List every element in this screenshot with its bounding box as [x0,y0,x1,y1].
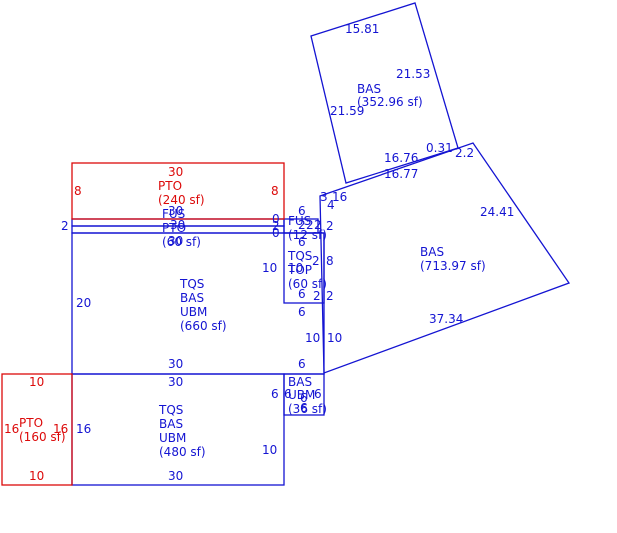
dim-label: 6 [300,401,308,415]
dim-label: 16 [53,422,68,436]
main-line3: UBM [180,305,207,319]
dim-label: 6 [300,391,308,405]
dim-label: 16 [76,422,91,436]
bas-right-name: BAS [420,245,444,259]
bas-right-area: (713.97 sf) [420,259,486,273]
bas-right-outline [319,142,571,374]
dim-label: 2 [306,218,314,232]
tqs-top-area: (60 sf) [288,277,327,291]
lower-line1: TQS [158,403,183,417]
dim-label: 0 [272,212,280,226]
dim-label: 30 [168,165,183,179]
pto-strip-name: PTO [162,221,186,235]
dim-label: 30 [168,234,183,248]
dim-label: 10 [288,261,303,275]
lower-line2: BAS [159,417,183,431]
dim-label: 6 [298,305,306,319]
dim-label: 8 [271,184,279,198]
dim-label: 6 [298,287,306,301]
dim-label: 15.81 [345,22,379,36]
dim-label: 2.2 [455,146,474,160]
dim-label: 6 [298,357,306,371]
dim-label: 6 [284,387,292,401]
dim-label: 8 [74,184,82,198]
dim-label: 21.53 [396,67,430,81]
dim-label: 2 [298,218,306,232]
dim-label: 2 [61,219,69,233]
main-line1: TQS [179,277,204,291]
main-line2: BAS [180,291,204,305]
dim-label: 30 [168,375,183,389]
dim-label: 30 [168,469,183,483]
tqs-top-line1: TQS [287,249,312,263]
dim-label: 30 [170,218,185,232]
dim-label: 20 [76,296,91,310]
dim-label: 16.77 [384,167,418,181]
dim-label: 2 [326,219,334,233]
bas-top-area: (352.96 sf) [357,95,423,109]
pto-red-top-area: (240 sf) [158,193,205,207]
lower-line3: UBM [159,431,186,445]
dim-label: 16.76 [384,151,418,165]
pto-red-left-name: PTO [19,416,43,430]
bas-ubm-small-line1: BAS [288,375,312,389]
dim-label: 10 [29,375,44,389]
dim-label: 16 [4,422,19,436]
dim-label: 0 [272,226,280,240]
dim-label: 4 [327,198,335,212]
dim-label: 2 [272,219,280,233]
pto-red-top-name: PTO [158,179,182,193]
bas-top-name: BAS [357,82,381,96]
dim-label: 6 [271,387,279,401]
pto-red-top-outline [71,162,285,220]
dim-label: 30 [168,204,183,218]
dim-label: 2 [326,289,334,303]
dim-label: 6 [298,204,306,218]
dim-label: 10 [262,443,277,457]
fus-small-area: (12 sf) [288,228,327,242]
main-area: (660 sf) [180,319,227,333]
pto-strip-area: (60 sf) [162,235,201,249]
fus-small-name: FUS [288,214,311,228]
lower-area: (480 sf) [159,445,206,459]
dim-label: 10 [262,261,277,275]
dim-label: 10 [305,331,320,345]
bas-ubm-small-line2: UBM [288,388,315,402]
dim-label: 3 [320,190,328,204]
fus-strip-name: FUS [162,207,185,221]
dim-label: 24.41 [480,205,514,219]
dim-label: 10 [327,331,342,345]
dim-label: 30 [168,357,183,371]
bas-ubm-small-area: (36 sf) [288,402,327,416]
dim-label: 21.59 [330,104,364,118]
dim-label: 37.34 [429,312,463,326]
pto-red-left-area: (160 sf) [19,430,66,444]
dim-label: 16 [332,190,347,204]
tqs-top-line2: TOP [287,263,312,277]
pto-red-left-outline [1,373,73,486]
dim-label: 6 [314,387,322,401]
dim-label: 2 [312,254,320,268]
dim-label: 6 [298,235,306,249]
dim-label: 0.31 [426,141,453,155]
dim-label: 8 [326,254,334,268]
dim-label: 2 [314,218,322,232]
dim-label: 10 [29,469,44,483]
dim-label: 2 [313,289,321,303]
